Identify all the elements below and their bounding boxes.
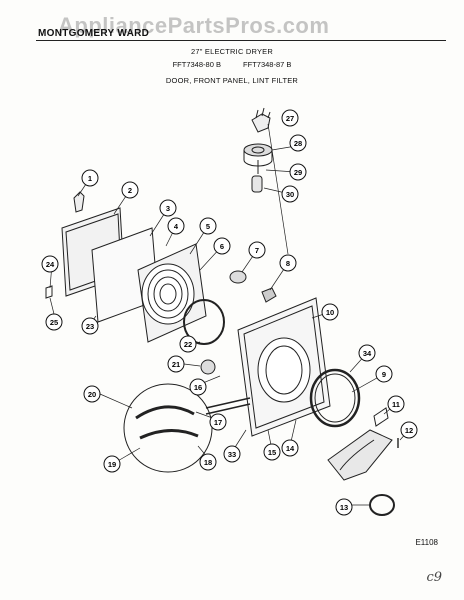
callout-label: 22 <box>184 340 192 349</box>
bracket-part <box>373 407 389 427</box>
callout-label: 30 <box>286 190 294 199</box>
callout-29: 29 <box>289 163 307 181</box>
callout-2: 2 <box>121 181 139 199</box>
callout-label: 6 <box>220 242 224 251</box>
callout-34: 34 <box>358 344 376 362</box>
callout-label: 23 <box>86 322 94 331</box>
callout-label: 33 <box>228 450 236 459</box>
section-title: DOOR, FRONT PANEL, LINT FILTER <box>165 76 299 85</box>
figure-code: E1108 <box>415 538 438 547</box>
drum-lamp-part <box>200 359 216 375</box>
door-switch-part <box>261 287 277 303</box>
callout-label: 8 <box>286 259 290 268</box>
part-callouts: 1 2 3 4 5 6 7 8 9 10 11 12 13 14 15 16 1… <box>41 109 418 516</box>
callout-16: 16 <box>189 378 207 396</box>
callout-label: 7 <box>255 246 259 255</box>
callout-label: 17 <box>214 418 222 427</box>
callout-label: 12 <box>405 426 413 435</box>
callout-label: 21 <box>172 360 180 369</box>
callout-label: 3 <box>166 204 170 213</box>
callout-4: 4 <box>167 217 185 235</box>
callout-label: 13 <box>340 503 348 512</box>
callout-label: 10 <box>326 308 334 317</box>
callout-label: 9 <box>382 370 386 379</box>
watermark: AppliancePartsPros.com <box>58 13 330 38</box>
callout-30: 30 <box>281 185 299 203</box>
callout-20: 20 <box>83 385 101 403</box>
door-seal-ring <box>183 299 225 345</box>
callout-label: 18 <box>204 458 212 467</box>
callout-label: 34 <box>363 349 372 358</box>
callout-label: 5 <box>206 222 210 231</box>
callout-5: 5 <box>199 217 217 235</box>
callout-label: 1 <box>88 174 92 183</box>
callout-21: 21 <box>167 355 185 373</box>
callout-label: 2 <box>128 186 132 195</box>
duct-seal <box>369 494 395 516</box>
callout-7: 7 <box>248 241 266 259</box>
callout-24: 24 <box>41 255 59 273</box>
screw-part <box>45 285 53 299</box>
callout-label: 25 <box>50 318 58 327</box>
callout-label: 14 <box>286 444 295 453</box>
model-numbers: FFT7348-80 B FFT7348-87 B <box>0 60 464 69</box>
callout-label: 11 <box>392 400 400 409</box>
callout-15: 15 <box>263 443 281 461</box>
callout-10: 10 <box>321 303 339 321</box>
callout-9: 9 <box>375 365 393 383</box>
callout-19: 19 <box>103 455 121 473</box>
callout-11: 11 <box>387 395 405 413</box>
brand-header: MONTGOMERY WARD <box>38 28 150 39</box>
handwritten-note: c9 <box>426 570 442 585</box>
detail-view-circle <box>123 383 213 473</box>
callout-13: 13 <box>335 498 353 516</box>
callout-label: 19 <box>108 460 116 469</box>
callout-label: 24 <box>46 260 55 269</box>
callout-1: 1 <box>81 169 99 187</box>
callout-25: 25 <box>45 313 63 331</box>
callout-22: 22 <box>179 335 197 353</box>
callout-label: 20 <box>88 390 96 399</box>
callout-23: 23 <box>81 317 99 335</box>
lint-duct <box>327 429 393 481</box>
callout-27: 27 <box>281 109 299 127</box>
door-clip-part <box>73 191 85 213</box>
model-number: FFT7348-87 B <box>243 60 292 69</box>
callout-label: 28 <box>294 139 302 148</box>
callout-8: 8 <box>279 254 297 272</box>
callout-label: 27 <box>286 114 294 123</box>
callout-3: 3 <box>159 199 177 217</box>
callout-14: 14 <box>281 439 299 457</box>
product-title: 27" ELECTRIC DRYER <box>191 47 273 56</box>
callout-28: 28 <box>289 134 307 152</box>
callout-18: 18 <box>199 453 217 471</box>
callout-label: 29 <box>294 168 302 177</box>
callout-label: 4 <box>174 222 179 231</box>
lint-filter-switch-part <box>243 107 273 193</box>
callout-12: 12 <box>400 421 418 439</box>
door-latch-part <box>229 270 247 284</box>
callout-6: 6 <box>213 237 231 255</box>
callout-label: 15 <box>268 448 276 457</box>
drum-seal <box>309 368 361 428</box>
callout-33: 33 <box>223 445 241 463</box>
header-rule <box>36 40 446 41</box>
callout-label: 16 <box>194 383 202 392</box>
model-number: FFT7348-80 B <box>172 60 221 69</box>
callout-17: 17 <box>209 413 227 431</box>
